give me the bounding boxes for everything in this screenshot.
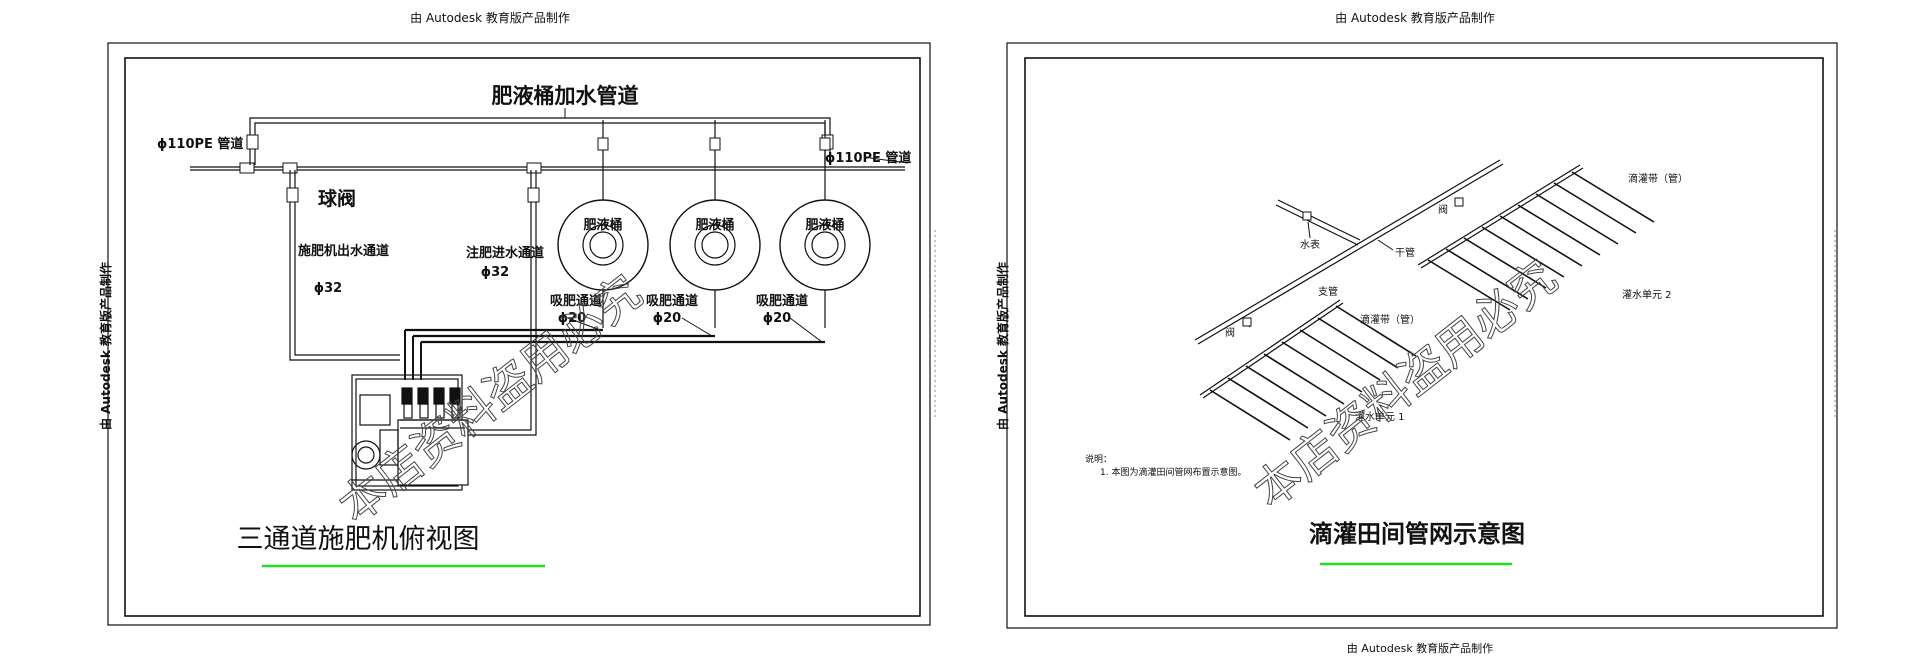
valve-2-label: 阀 [1438,203,1448,216]
left-top-header: 由 Autodesk 教育版产品制作 [410,10,570,25]
pipe-fitting [526,162,542,174]
right-drawing-title: 滴灌田间管网示意图 [1309,520,1525,548]
valve-2-symbol [1454,197,1464,207]
outlet-dia: ϕ32 [314,281,342,296]
drip-tape-1-label: 滴灌带（管） [1360,313,1420,326]
left-outer-frame [107,42,931,626]
tank-fill-pipe-title: 肥液桶加水管道 [492,84,639,108]
water-meter-label: 水表 [1300,238,1320,251]
note-line-1: 1. 本图为滴灌田间管网布置示意图。 [1100,466,1246,478]
right-sheet: 由 Autodesk 教育版产品制作 由 Autodesk 教育版产品制作 由 … [995,10,1838,655]
fertilizer-tank-2: 肥液桶 [669,199,761,291]
left-inner-frame [124,57,921,617]
right-outer-frame [1006,42,1838,629]
unit-2-label: 灌水单元 2 [1622,289,1672,301]
drip-tape-2-label: 滴灌带（管） [1628,172,1688,185]
branch-pipe-1 [1199,299,1341,396]
left-drawing-title: 三通道施肥机俯视图 [237,524,480,555]
inlet-dia: ϕ32 [481,265,509,280]
right-top-header: 由 Autodesk 教育版产品制作 [1335,10,1495,25]
left-sheet: 由 Autodesk 教育版产品制作 由 Autodesk 教育版产品制作 ϕ1… [98,10,936,626]
pe-pipe-right-label: ϕ110PE 管道 [825,150,911,166]
tank-fill-pipe [249,117,831,165]
right-bottom-footer: 由 Autodesk 教育版产品制作 [1347,641,1493,655]
ball-valve-symbol [286,187,299,203]
suction-label-2: 吸肥通道 [646,293,698,309]
suction-label-3: 吸肥通道 [756,293,808,309]
valve-1-label: 阀 [1225,326,1235,339]
inlet-channel-pipe [460,170,532,431]
left-watermark: 本店资料盗用必究 [329,265,652,534]
right-side-stamp: 由 Autodesk 教育版产品制作 [995,262,1010,430]
main-pipe-label: 干管 [1395,246,1415,259]
ball-valve-label: 球阀 [318,187,356,210]
fertilizer-machine [351,374,469,491]
valve-symbol [246,134,259,150]
water-meter-symbol [1302,211,1312,221]
drip-tapes-unit-2 [1427,171,1655,311]
fertilizer-tank-1: 肥液桶 [557,199,649,291]
suction-label-1: 吸肥通道 [550,293,602,309]
right-inner-frame [1024,57,1824,617]
note-title: 说明： [1085,453,1112,465]
outlet-channel-label: 施肥机出水通道 [298,243,389,259]
drip-tapes-unit-1 [1209,305,1417,441]
right-watermark: 本店资料盗用必究 [1244,250,1567,519]
suction-dia-2: ϕ20 [653,311,681,326]
tank-label: 肥液桶 [695,217,734,233]
tank-label: 肥液桶 [805,217,844,233]
branch-pipe-2 [1417,164,1581,266]
tank-label: 肥液桶 [583,217,622,233]
suction-dia-1: ϕ20 [558,311,586,326]
outlet-channel-pipe [289,170,400,361]
fertilizer-tank-3: 肥液桶 [779,199,871,291]
suction-dia-3: ϕ20 [763,311,791,326]
left-side-stamp: 由 Autodesk 教育版产品制作 [98,262,113,430]
unit-1-label: 灌水单元 1 [1355,411,1405,423]
branch-pipe-label: 支管 [1318,285,1338,298]
valve-1-symbol [1242,317,1252,327]
pipe-fitting [239,162,255,174]
pe-pipe-left-label: ϕ110PE 管道 [157,136,243,152]
inlet-channel-label: 注肥进水通道 [466,245,544,261]
main-pipe [1194,159,1501,341]
